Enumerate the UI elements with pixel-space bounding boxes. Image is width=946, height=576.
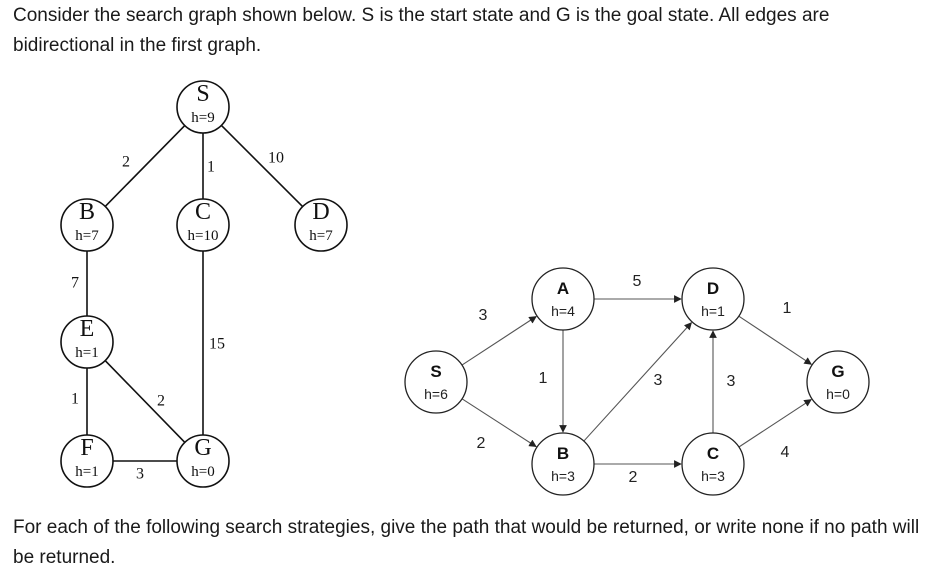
graph2-node-D xyxy=(681,267,745,331)
graph2-node-label-C: C xyxy=(707,444,719,463)
graph2-edge-weight-C-D: 3 xyxy=(727,373,736,390)
graph1-edge-S-D xyxy=(220,124,304,208)
graph1-node-F xyxy=(60,434,114,488)
graph2-edge-weight-S-A: 3 xyxy=(479,307,488,324)
graph2-edge-weight-S-B: 2 xyxy=(477,435,486,452)
graph1-node-heuristic-G: h=0 xyxy=(191,464,214,480)
graph2-node-label-B: B xyxy=(557,444,569,463)
graph2-node-G xyxy=(806,350,870,414)
graph2-edge-S-B xyxy=(461,398,537,448)
graph1-edge-weight-E-F: 1 xyxy=(71,391,79,408)
graph1-edge-weight-F-G: 3 xyxy=(136,466,144,483)
graph1-node-heuristic-D: h=7 xyxy=(309,228,333,244)
graph1-node-C xyxy=(176,198,230,252)
graph2-edge-D-G xyxy=(738,315,812,365)
graph1-node-label-D: D xyxy=(312,199,329,225)
graph1-node-heuristic-S: h=9 xyxy=(191,110,214,126)
graph1-edge-weight-B-E: 7 xyxy=(71,275,79,292)
graph1-node-label-G: G xyxy=(194,435,211,461)
graph1-edge-weight-C-G: 15 xyxy=(209,336,225,353)
graph1-node-B xyxy=(60,198,114,252)
graph1-edge-weight-S-D: 10 xyxy=(268,150,284,167)
graph1-node-heuristic-F: h=1 xyxy=(75,464,98,480)
graph1-node-heuristic-C: h=10 xyxy=(188,228,219,244)
graph2-node-label-G: G xyxy=(831,362,844,381)
graph2-node-heuristic-S: h=6 xyxy=(424,386,448,402)
graph2-edge-B-D xyxy=(583,322,692,442)
graph2-edge-weight-D-G: 1 xyxy=(783,300,792,317)
graph1-edge-weight-E-G: 2 xyxy=(157,393,165,410)
graph2-edge-weight-C-G: 4 xyxy=(781,444,790,461)
graph1-node-S xyxy=(176,80,230,134)
graph1-node-heuristic-B: h=7 xyxy=(75,228,99,244)
graph2-edge-C-G xyxy=(738,399,812,448)
graph2-node-C xyxy=(681,432,745,496)
graph-2-directed: 3 2 5 1 2 3 3 1 4 Sh=6 Ah=4Bh=3 Dh=1Ch=3 Gh=0 xyxy=(404,267,870,496)
graph2-node-label-A: A xyxy=(557,279,569,298)
graph1-node-G xyxy=(176,434,230,488)
graph1-node-label-B: B xyxy=(79,199,95,225)
graph2-node-label-D: D xyxy=(707,279,719,298)
problem-instructions-text: For each of the following search strateg… xyxy=(13,517,920,568)
graph1-edge-weight-S-B: 2 xyxy=(122,154,130,171)
graph1-node-D xyxy=(294,198,348,252)
graph1-node-heuristic-E: h=1 xyxy=(75,345,98,361)
graph2-node-B xyxy=(531,432,595,496)
graph2-node-A xyxy=(531,267,595,331)
graph2-edge-weight-A-D: 5 xyxy=(633,273,642,290)
graph2-edge-weight-A-B: 1 xyxy=(539,370,548,387)
graph2-edge-weight-B-D: 3 xyxy=(654,372,663,389)
graph2-edge-S-A xyxy=(461,316,537,366)
graph1-node-label-E: E xyxy=(80,316,95,342)
graph2-node-label-S: S xyxy=(430,362,441,381)
graph2-node-heuristic-D: h=1 xyxy=(701,303,725,319)
graph2-edge-weight-B-C: 2 xyxy=(629,469,638,486)
graph1-edge-weight-S-C: 1 xyxy=(207,159,215,176)
graph1-node-label-S: S xyxy=(196,81,209,107)
graph2-node-heuristic-C: h=3 xyxy=(701,468,725,484)
graph1-node-label-C: C xyxy=(195,199,211,225)
graph2-node-heuristic-G: h=0 xyxy=(826,386,850,402)
graph1-node-E xyxy=(60,315,114,369)
graph1-node-label-F: F xyxy=(80,435,93,461)
problem-intro-text: Consider the search graph shown below. S… xyxy=(13,5,830,56)
graph2-node-S xyxy=(404,350,468,414)
graph2-node-heuristic-A: h=4 xyxy=(551,303,575,319)
graph1-edge-S-B xyxy=(104,124,186,208)
graph1-edge-E-G xyxy=(104,360,186,443)
graph2-node-heuristic-B: h=3 xyxy=(551,468,575,484)
